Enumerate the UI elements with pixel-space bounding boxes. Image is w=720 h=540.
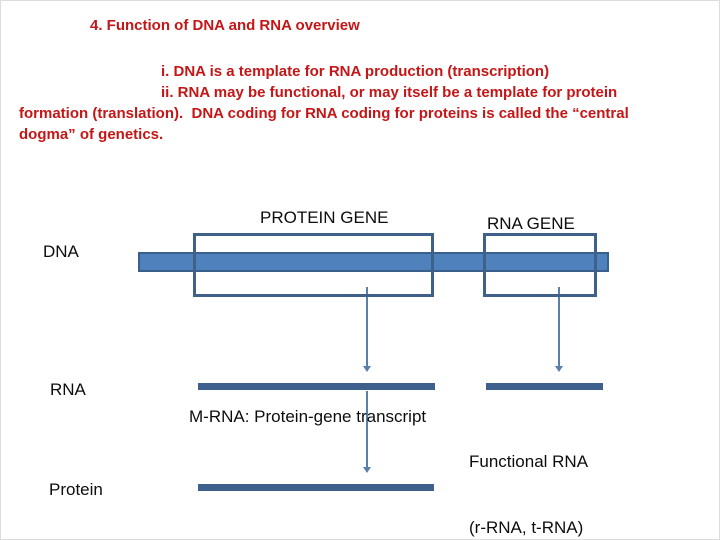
dna-row-label: DNA — [43, 242, 79, 261]
mrna-bar — [198, 383, 435, 390]
body-line-continuation-1: formation (translation). DNA coding for … — [19, 105, 629, 122]
transcription-down-arrow-rna-gene — [555, 287, 563, 372]
protein-gene-box — [193, 233, 434, 297]
body-line-continuation-2: dogma” of genetics. — [19, 126, 164, 143]
rna-gene-label: RNA GENE — [487, 214, 575, 233]
functional-rna-caption: Functional RNA (r-RNA, t-RNA) — [469, 407, 589, 539]
rna-row-label: RNA — [50, 380, 86, 399]
mrna-caption: M-RNA: Protein-gene transcript — [189, 407, 427, 426]
protein-gene-label: PROTEIN GENE — [260, 208, 389, 227]
translation-down-arrow — [363, 391, 371, 473]
protein-bar — [198, 484, 434, 491]
functional-rna-caption-line2: (r-RNA, t-RNA) — [469, 518, 584, 537]
body-line-i: i. DNA is a template for RNA production … — [161, 63, 550, 80]
body-line-ii: ii. RNA may be functional, or may itself… — [161, 84, 618, 101]
transcription-down-arrow-protein-gene — [363, 287, 371, 372]
rna-gene-box — [483, 233, 597, 297]
functional-rna-bar — [486, 383, 603, 390]
protein-row-label: Protein — [49, 480, 103, 499]
functional-rna-caption-line1: Functional RNA — [469, 452, 589, 471]
slide-title: 4. Function of DNA and RNA overview — [90, 17, 360, 34]
dna-strand-bar — [138, 252, 609, 272]
